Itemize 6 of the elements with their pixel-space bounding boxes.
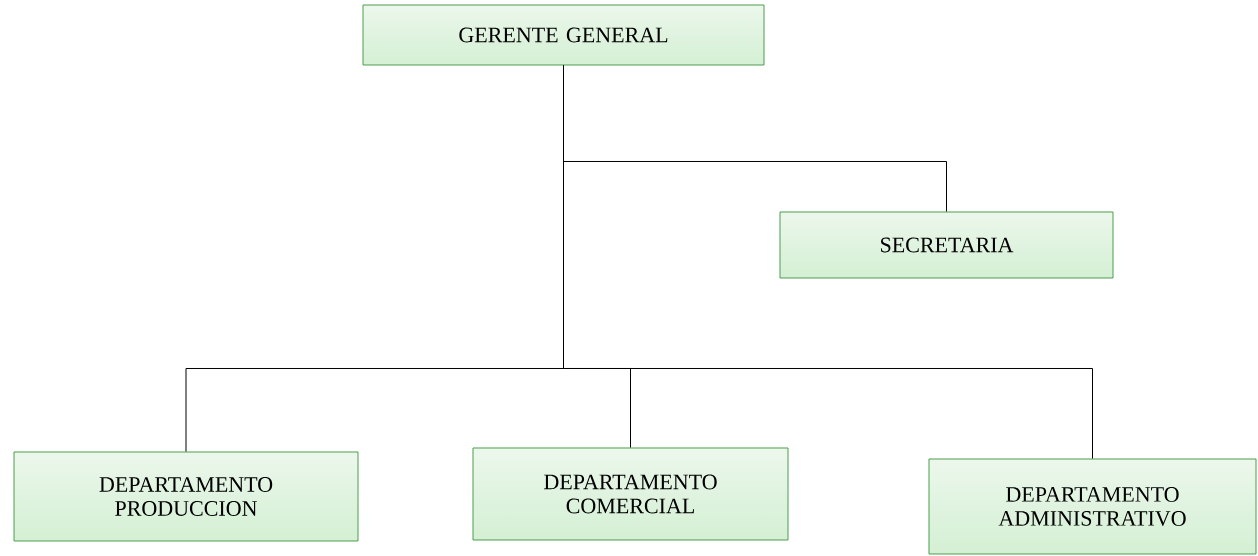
org-box: DEPARTAMENTO PRODUCCION: [13, 451, 359, 542]
org-box: DEPARTAMENTO COMERCIAL: [472, 447, 789, 541]
connector-line: [563, 65, 1093, 459]
org-box: DEPARTAMENTO ADMINISTRATIVO: [928, 458, 1257, 555]
org-box: GERENTE GENERAL: [362, 4, 765, 66]
org-box: SECRETARIA: [779, 211, 1114, 279]
